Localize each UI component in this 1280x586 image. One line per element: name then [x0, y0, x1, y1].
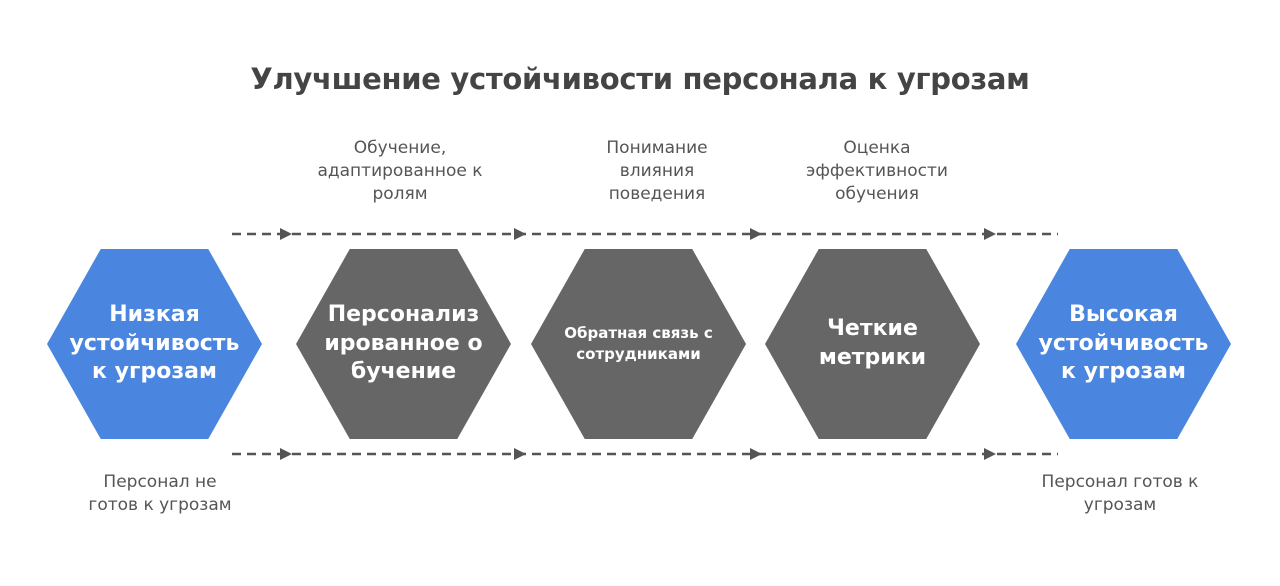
top-caption-training-evaluation: Оценка эффективности обучения	[806, 138, 948, 204]
arrow-bottom-4	[984, 448, 996, 460]
node-personalized-training-label: Персонализированное обучение	[324, 302, 483, 385]
node-clear-metrics-label: Четкие метрики	[818, 316, 927, 370]
arrow-top-2	[514, 228, 526, 240]
arrow-bottom-1	[280, 448, 292, 460]
node-high-resilience-label: Высокая устойчивость к угрозам	[1038, 302, 1209, 385]
bottom-caption-not-ready: Персонал не готов к угрозам	[88, 472, 232, 515]
node-high-resilience: Высокая устойчивость к угрозам	[1016, 249, 1231, 439]
arrow-bottom-2	[514, 448, 526, 460]
top-caption-behavior-impact: Понимание влияния поведения	[606, 138, 708, 204]
arrow-top-1	[280, 228, 292, 240]
arrow-top-4	[984, 228, 996, 240]
top-caption-role-training: Обучение, адаптированное к ролям	[317, 138, 483, 204]
arrow-bottom-3	[750, 448, 762, 460]
diagram-title: Улучшение устойчивости персонала к угроз…	[250, 62, 1030, 96]
node-low-resilience-label: Низкая устойчивость к угрозам	[69, 302, 240, 385]
bottom-caption-ready: Персонал готов к угрозам	[1041, 472, 1199, 515]
node-employee-feedback-label: Обратная связь с сотрудниками	[564, 324, 713, 363]
arrow-top-3	[750, 228, 762, 240]
node-personalized-training: Персонализированное обучение	[296, 249, 511, 439]
